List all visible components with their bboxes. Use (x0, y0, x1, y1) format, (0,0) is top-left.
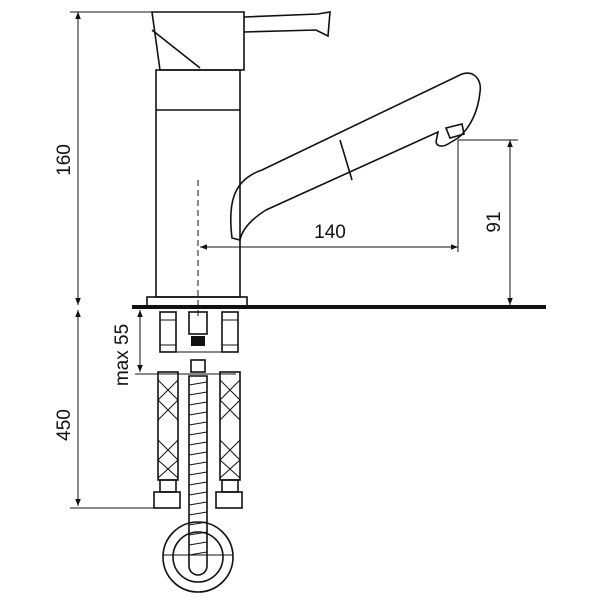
dimension-max-55: max 55 (112, 310, 143, 386)
dimension-140: 140 (200, 140, 459, 252)
faucet-handle (151, 11, 331, 71)
dimension-160: 160 (54, 11, 152, 305)
spout (229, 72, 482, 241)
faucet-body (146, 69, 248, 320)
dimension-label-140: 140 (314, 222, 346, 243)
dimension-label-160: 160 (54, 144, 75, 176)
supply-hose-right (215, 311, 243, 509)
supply-hose-left (153, 311, 181, 509)
dimension-label-450: 450 (54, 409, 75, 441)
dimension-450: 450 (54, 310, 156, 509)
dimension-label-max-55: max 55 (112, 324, 133, 386)
dimension-label-91: 91 (484, 211, 505, 232)
pull-out-hose (135, 311, 236, 593)
dimension-91: 91 (458, 139, 518, 305)
